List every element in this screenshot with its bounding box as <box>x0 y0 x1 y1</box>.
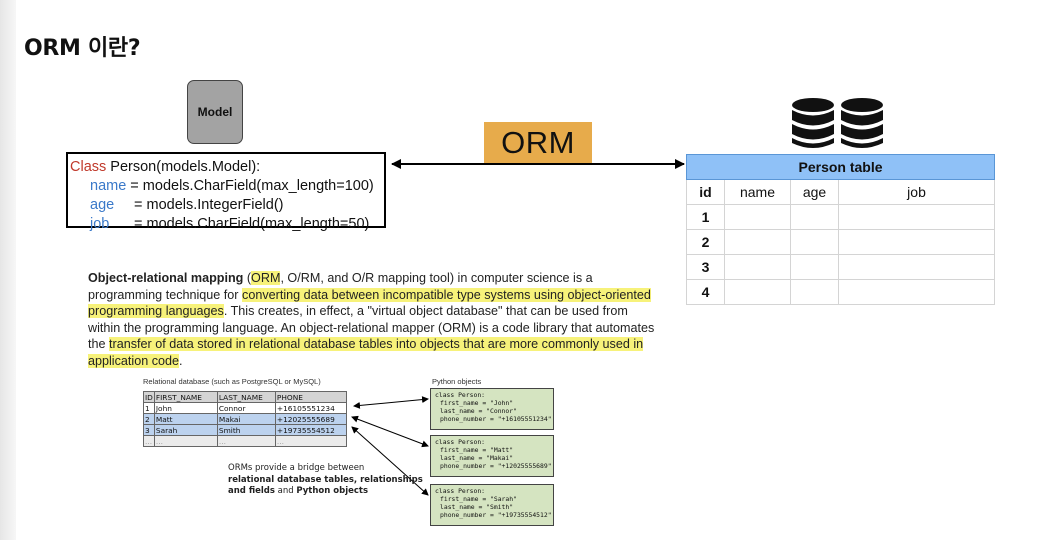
class-keyword: Class <box>70 159 107 175</box>
column-header-age: age <box>790 179 839 205</box>
bridge-note-text: and <box>274 486 297 496</box>
orm-definition-paragraph: Object-relational mapping (ORM, O/RM, an… <box>88 270 658 370</box>
python-object-line: phone_number = "+12025555689" <box>440 462 552 470</box>
bridge-note-line: and fields and Python objects <box>228 486 423 498</box>
figure-arrow-3 <box>351 426 429 496</box>
field-name: name <box>90 178 127 194</box>
rdb-cell: ... <box>216 435 276 447</box>
python-object-line: phone_number = "+16105551234" <box>440 415 552 423</box>
row-id: 3 <box>686 254 725 280</box>
rdb-cell: Sarah <box>153 424 218 436</box>
page-title: ORM 이란? <box>24 36 141 61</box>
table-row: 3 <box>686 254 996 280</box>
column-header-job: job <box>837 179 996 205</box>
field-assign: = models.IntegerField() <box>134 197 284 213</box>
python-object-line: phone_number = "+19735554512" <box>440 511 552 519</box>
field-name: job <box>90 216 110 232</box>
field-line-name: name = models.CharField(max_length=100) <box>70 177 384 196</box>
bridge-note-bold: Python objects <box>296 486 369 496</box>
rdb-cell: 2 <box>143 413 155 425</box>
rdb-cell: 3 <box>143 424 155 436</box>
python-object-box: class Person: first_name = "Matt" last_n… <box>430 435 554 477</box>
paragraph-text: . This creates, in effect, a "virtual ob… <box>88 304 655 352</box>
python-object-line: class Person: <box>435 487 486 495</box>
field-name: age <box>90 197 115 213</box>
rdb-cell: +16105551234 <box>274 402 347 414</box>
rdb-cell: Matt <box>153 413 218 425</box>
paragraph-text: , O/RM, and O/R mapping tool) in compute… <box>88 271 593 302</box>
row-id: 2 <box>686 229 725 255</box>
class-signature: Person(models.Model): <box>106 159 261 175</box>
database-stack-icon <box>792 98 883 148</box>
python-object-line: last_name = "Smith" <box>440 503 514 511</box>
model-box-label: Model <box>197 105 233 119</box>
table-row: ............ <box>143 435 347 447</box>
rdb-cell: +19735554512 <box>274 424 347 436</box>
bridge-note: ORMs provide a bridge between relational… <box>228 463 423 498</box>
field-line-age: age = models.IntegerField() <box>70 196 384 215</box>
python-object-line: class Person: <box>435 391 486 399</box>
figure-arrow-2 <box>351 415 429 448</box>
table-row: 2 <box>686 229 996 255</box>
bridge-note-line: relational database tables, relationship… <box>228 474 423 485</box>
rdb-header: PHONE <box>274 391 347 403</box>
rdb-header: LAST_NAME <box>216 391 276 403</box>
rdb-cell: ... <box>274 435 347 447</box>
rdb-header: FIRST_NAME <box>153 391 218 403</box>
paragraph-text: . <box>179 353 183 368</box>
row-id: 1 <box>686 204 725 230</box>
figure-arrow-1 <box>353 396 429 409</box>
python-object-box: class Person: first_name = "Sarah" last_… <box>430 484 554 526</box>
python-object-line: last_name = "Connor" <box>440 407 517 415</box>
rdb-cell: +12025555689 <box>274 413 347 425</box>
python-object-line: last_name = "Makai" <box>440 454 514 462</box>
bridge-note-line: ORMs provide a bridge between <box>228 463 365 473</box>
rdb-cell: Connor <box>216 402 276 414</box>
rdb-cell: Makai <box>216 413 276 425</box>
field-assign: = models.CharField(max_length=100) <box>126 178 374 194</box>
column-header-name: name <box>724 179 791 205</box>
person-table-caption: Person table <box>685 154 996 180</box>
paragraph-text: ( <box>243 271 252 285</box>
row-id: 4 <box>686 279 725 305</box>
person-table: Person table id name age job 1 2 3 4 <box>685 154 996 305</box>
bridge-note-bold: and fields <box>228 486 275 496</box>
python-object-line: first_name = "Matt" <box>440 446 514 454</box>
class-declaration: Class Person(models.Model): <box>70 158 384 177</box>
python-object-box: class Person: first_name = "John" last_n… <box>430 388 554 430</box>
python-object-line: class Person: <box>435 438 486 446</box>
python-object-line: first_name = "John" <box>440 399 514 407</box>
rdb-cell: ... <box>143 435 155 447</box>
left-edge-shadow <box>0 0 16 540</box>
rdb-cell: 1 <box>143 402 155 414</box>
field-assign: = models.CharField(max_length=50) <box>134 216 370 232</box>
field-line-job: job = models.CharField(max_length=50) <box>70 215 384 234</box>
rdb-cell: Smith <box>216 424 276 436</box>
highlight-orm: ORM <box>251 271 281 285</box>
highlight-transfer: transfer of data stored in relational da… <box>88 337 644 368</box>
python-objects-label: Python objects <box>432 377 482 386</box>
term-bold: Object-relational mapping <box>88 271 244 285</box>
column-header-id: id <box>686 179 725 205</box>
model-code-box: Class Person(models.Model): name = model… <box>66 152 386 232</box>
relational-db-label: Relational database (such as PostgreSQL … <box>143 377 321 386</box>
rdb-cell: John <box>153 402 218 414</box>
table-row: 4 <box>686 279 996 305</box>
orm-badge: ORM <box>484 122 592 163</box>
rdb-header: ID <box>143 391 155 403</box>
table-row: 1 <box>686 204 996 230</box>
python-object-line: first_name = "Sarah" <box>440 495 517 503</box>
rdb-cell: ... <box>153 435 218 447</box>
model-box: Model <box>187 80 243 144</box>
